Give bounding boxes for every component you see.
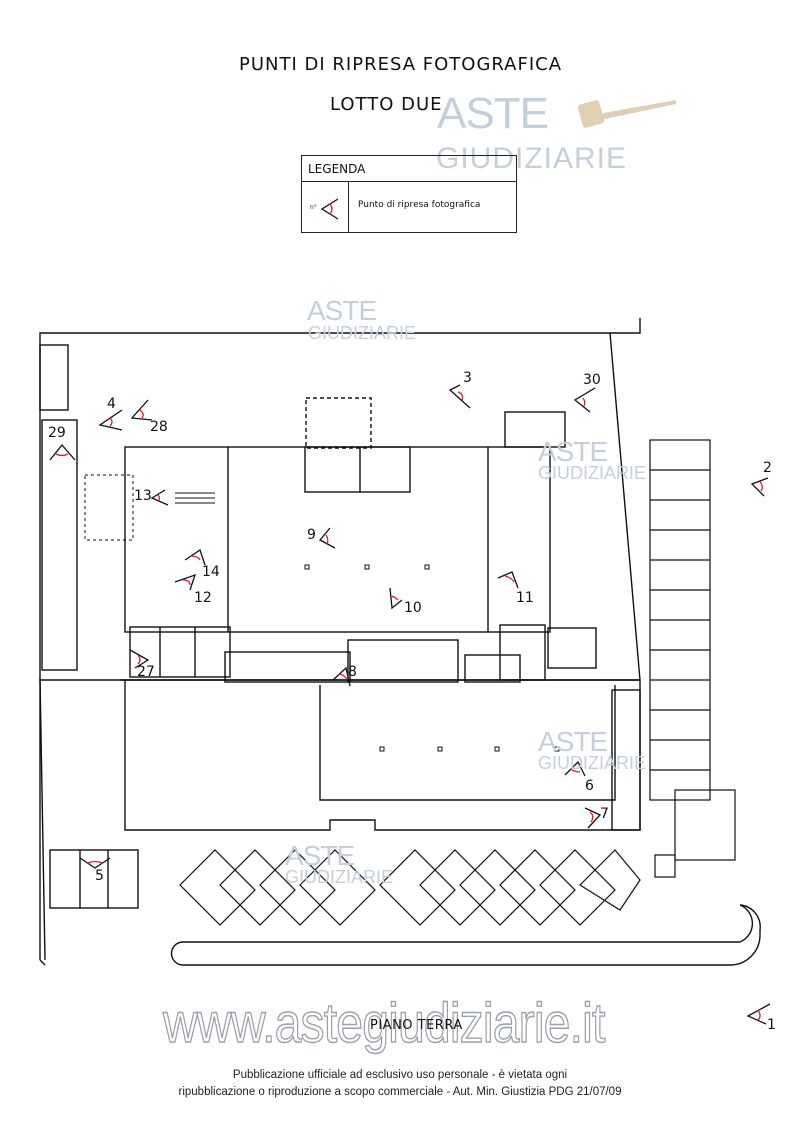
- point-label: 29: [48, 425, 66, 441]
- shooting-point-marker: [750, 477, 769, 497]
- watermark-aste-text: ASTE: [307, 295, 377, 326]
- point-label: 11: [516, 590, 534, 606]
- shooting-point-marker: [49, 443, 76, 461]
- point-label: 4: [107, 396, 116, 412]
- shooting-point-marker: [564, 760, 586, 777]
- point-label: 13: [134, 488, 152, 504]
- shooting-point-marker: [79, 857, 111, 869]
- watermark-site-url: www.astegiudiziarie.it: [162, 990, 606, 1054]
- shooting-point-marker: [174, 573, 197, 591]
- point-label: 30: [583, 372, 601, 388]
- shooting-point-marker: [184, 548, 206, 566]
- floor-label: PIANO TERRA: [370, 1018, 463, 1033]
- point-label: 28: [150, 419, 168, 435]
- point-label: 6: [585, 778, 594, 794]
- shooting-point-marker: [746, 1003, 771, 1025]
- watermark-giudiziarie-text: GIUDIZIARIE: [538, 753, 647, 773]
- shooting-point-marker: [448, 384, 471, 409]
- shooting-point-marker: [332, 666, 351, 687]
- shooting-point-marker: [584, 807, 602, 829]
- footer-line-2: ripubblicazione o riproduzione a scopo c…: [178, 1086, 622, 1098]
- watermark-giudiziarie-text: GIUDIZIARIE: [308, 323, 417, 343]
- point-label: 9: [307, 527, 316, 543]
- legend-box: LEGENDA n° Punto di ripresa fotografica: [301, 155, 517, 233]
- shooting-point-marker: [318, 527, 336, 549]
- legend-symbol-prefix: n°: [310, 204, 317, 211]
- watermark-aste-text: ASTE: [285, 840, 355, 871]
- point-label: 5: [95, 868, 104, 884]
- point-label: 3: [463, 370, 472, 386]
- point-label: 2: [763, 460, 772, 476]
- building-north: [124, 446, 551, 633]
- legend-heading: LEGENDA: [302, 156, 516, 182]
- point-label: 12: [194, 590, 212, 606]
- watermark-giudiziarie-text: GIUDIZIARIE: [285, 867, 394, 887]
- point-label: 14: [202, 564, 220, 580]
- lot-title: LOTTO DUE: [330, 94, 443, 115]
- gavel-icon: [578, 100, 676, 128]
- document-title: PUNTI DI RIPRESA FOTOGRAFICA: [239, 54, 563, 75]
- point-label: 1: [767, 1017, 776, 1033]
- legend-symbol-text: Punto di ripresa fotografica: [358, 200, 481, 210]
- shooting-point-marker: [573, 387, 596, 413]
- watermark-aste-text: ASTE: [437, 89, 549, 138]
- point-label: 10: [404, 600, 422, 616]
- shooting-point-marker: [98, 409, 123, 431]
- watermark-giudiziarie-text: GIUDIZIARIE: [538, 463, 647, 483]
- site-boundary: [39, 318, 641, 960]
- point-label: 7: [600, 806, 609, 822]
- camera-angle-icon: [320, 198, 339, 220]
- shooting-point-marker: [389, 587, 403, 610]
- footer-line-1: Pubblicazione ufficiale ad esclusivo uso…: [232, 1069, 568, 1081]
- shooting-point-marker: [150, 489, 169, 506]
- point-label: 27: [137, 664, 155, 680]
- point-label: 8: [348, 664, 357, 680]
- shooting-point-marker: [497, 571, 519, 589]
- legend-divider: [348, 182, 349, 232]
- shooting-point-marker: [129, 649, 150, 669]
- watermark-aste-text: ASTE: [538, 726, 608, 757]
- watermark-giudiziarie-text: GIUDIZIARIE: [436, 142, 628, 175]
- watermark-aste-text: ASTE: [538, 436, 608, 467]
- shooting-point-marker: [130, 399, 153, 421]
